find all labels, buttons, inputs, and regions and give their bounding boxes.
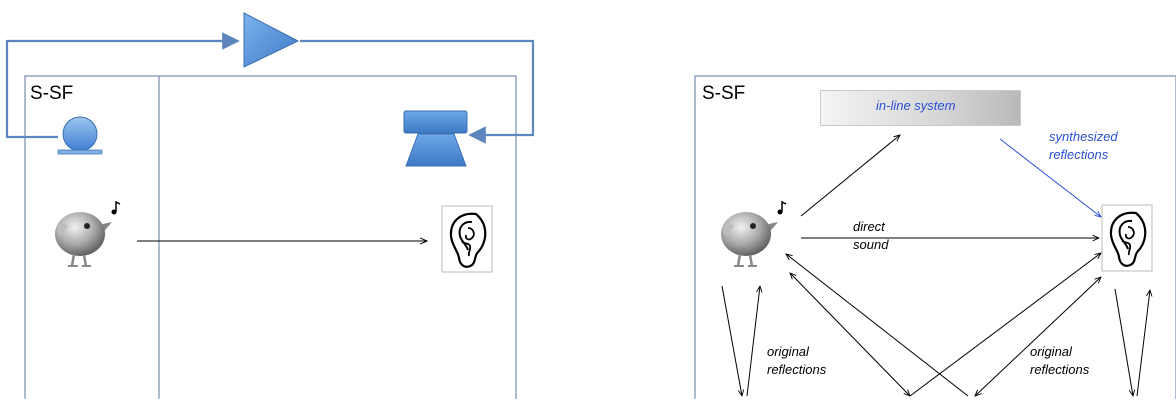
reflection-path-c [786,254,969,397]
microphone-icon [57,116,103,155]
original-reflections-right-line1: original [1030,344,1072,359]
ear-listener-icon-right [1100,203,1154,273]
right-panel-title: S-SF [702,83,746,104]
listener-floor-reflection-down [1114,288,1133,396]
amplifier-icon [243,12,300,68]
feedback-loop-line [5,32,240,139]
original-reflections-left-line2: reflections [767,362,827,377]
reflection-path-d [975,277,1101,396]
source-to-inline-arrow [800,135,900,217]
synthesized-reflection-arrow [999,138,1101,217]
original-reflections-left-line1: original [767,344,809,359]
synthesized-reflections-label-line2: reflections [1049,147,1109,162]
bird-source-icon [53,200,122,268]
loudspeaker-icon [403,110,468,167]
left-room-frame [24,75,517,404]
inline-system-label: in-line system [876,98,956,113]
direct-sound-label-line1: direct [853,219,885,234]
right-diagram [694,75,1176,404]
original-reflections-right-line2: reflections [1030,362,1090,377]
listener-floor-reflection-up [1136,290,1150,397]
synthesized-reflections-label-line1: synthesized [1049,129,1118,144]
direct-sound-label-line2: sound [853,237,889,252]
right-room-frame [694,75,1176,404]
inline-system-box: in-line system [820,90,1021,126]
left-panel-title: S-SF [30,83,74,104]
feedback-loop-return-line [300,39,535,144]
source-floor-reflection-up [746,286,760,397]
left-diagram [5,12,535,404]
bird-source-icon-right [719,200,788,268]
source-floor-reflection-down [721,285,742,396]
ear-listener-icon [440,204,494,274]
reflection-path-a [790,273,910,396]
